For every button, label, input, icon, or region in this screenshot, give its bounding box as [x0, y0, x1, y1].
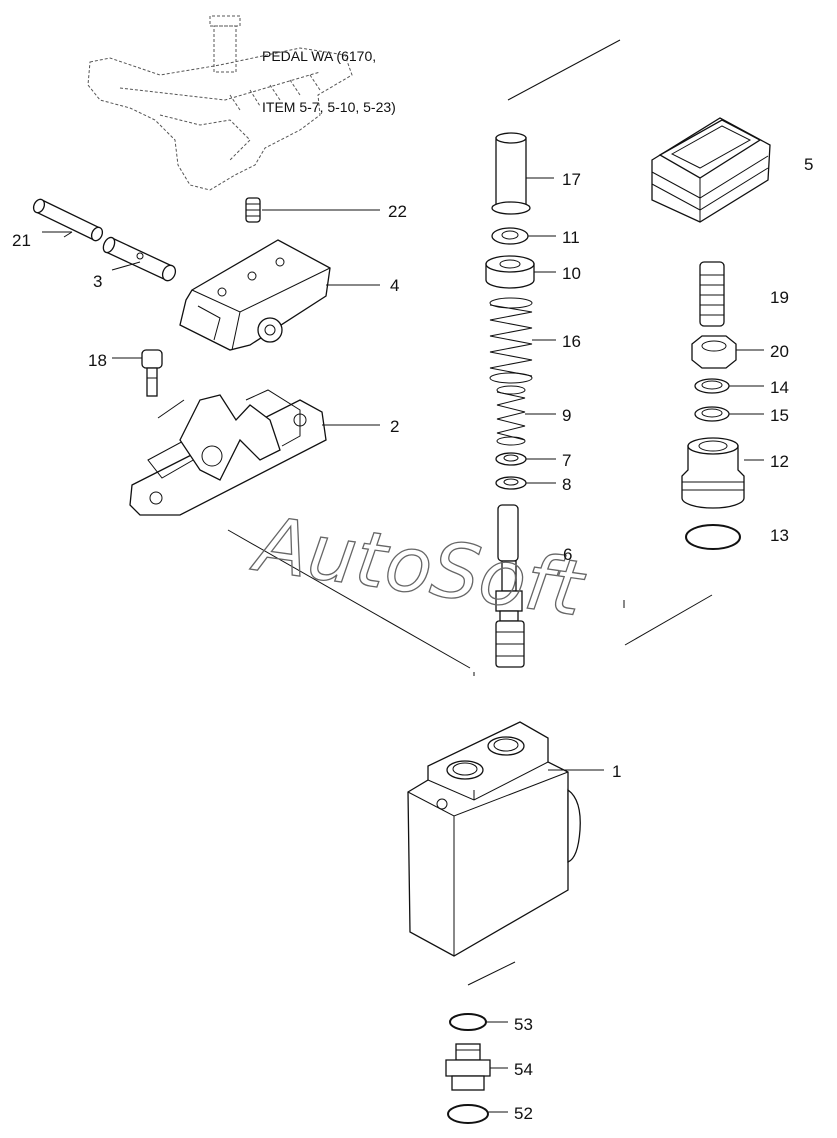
callout-2: 2	[390, 417, 399, 436]
callout-8: 8	[562, 475, 571, 494]
callout-17: 17	[562, 170, 581, 189]
part-5-boot	[651, 117, 771, 223]
callout-4: 4	[390, 276, 399, 295]
callout-5: 5	[804, 155, 813, 174]
callout-52: 52	[514, 1104, 533, 1123]
callout-9: 9	[562, 406, 571, 425]
watermark: AutoSoft	[246, 499, 591, 634]
part-6-spool	[495, 504, 525, 668]
part-12-sleeve	[681, 437, 745, 509]
part-22-set-screw	[245, 197, 261, 223]
part-7-washer	[495, 452, 527, 466]
part-15-ring	[694, 406, 730, 422]
callout-10: 10	[562, 264, 581, 283]
part-19-stud	[699, 261, 725, 327]
part-16-spring	[489, 297, 533, 384]
callout-54: 54	[514, 1060, 533, 1079]
part-21-pin	[32, 198, 104, 242]
part-8-washer	[495, 476, 527, 490]
part-4-block	[179, 239, 331, 351]
pedal-outline	[87, 15, 353, 191]
part-13-oring	[685, 524, 741, 550]
part-3-pin	[102, 236, 177, 282]
part-9-spring	[496, 385, 526, 446]
callout-1: 1	[612, 762, 621, 781]
callout-18: 18	[88, 351, 107, 370]
callout-22: 22	[388, 202, 407, 221]
callout-16: 16	[562, 332, 581, 351]
part-53-oring	[449, 1013, 487, 1031]
callouts: 17 11 10 16 9 7 8 6 5 19 20 14 15 12 13 …	[12, 155, 813, 1123]
callout-13: 13	[770, 526, 789, 545]
part-18-screw	[141, 349, 163, 397]
part-54-fitting	[445, 1043, 491, 1091]
callout-19: 19	[770, 288, 789, 307]
part-1-valve-body	[407, 721, 581, 957]
part-14-ring	[694, 378, 730, 394]
pedal-reference-line-2: ITEM 5-7, 5-10, 5-23)	[262, 99, 396, 115]
part-20-nut	[691, 335, 737, 369]
axis-lines	[157, 39, 713, 986]
callout-6: 6	[563, 545, 572, 564]
part-52-oring	[447, 1104, 489, 1124]
callout-12: 12	[770, 452, 789, 471]
part-2-bracket	[129, 389, 327, 516]
callout-53: 53	[514, 1015, 533, 1034]
callout-7: 7	[562, 451, 571, 470]
callout-15: 15	[770, 406, 789, 425]
callout-21: 21	[12, 231, 31, 250]
callout-3: 3	[93, 272, 102, 291]
part-11-washer	[491, 227, 529, 245]
part-17-plunger	[491, 132, 531, 215]
part-10-ring	[485, 255, 535, 289]
callout-20: 20	[770, 342, 789, 361]
callout-11: 11	[562, 228, 580, 247]
callout-14: 14	[770, 378, 789, 397]
leader-lines	[42, 177, 764, 1113]
